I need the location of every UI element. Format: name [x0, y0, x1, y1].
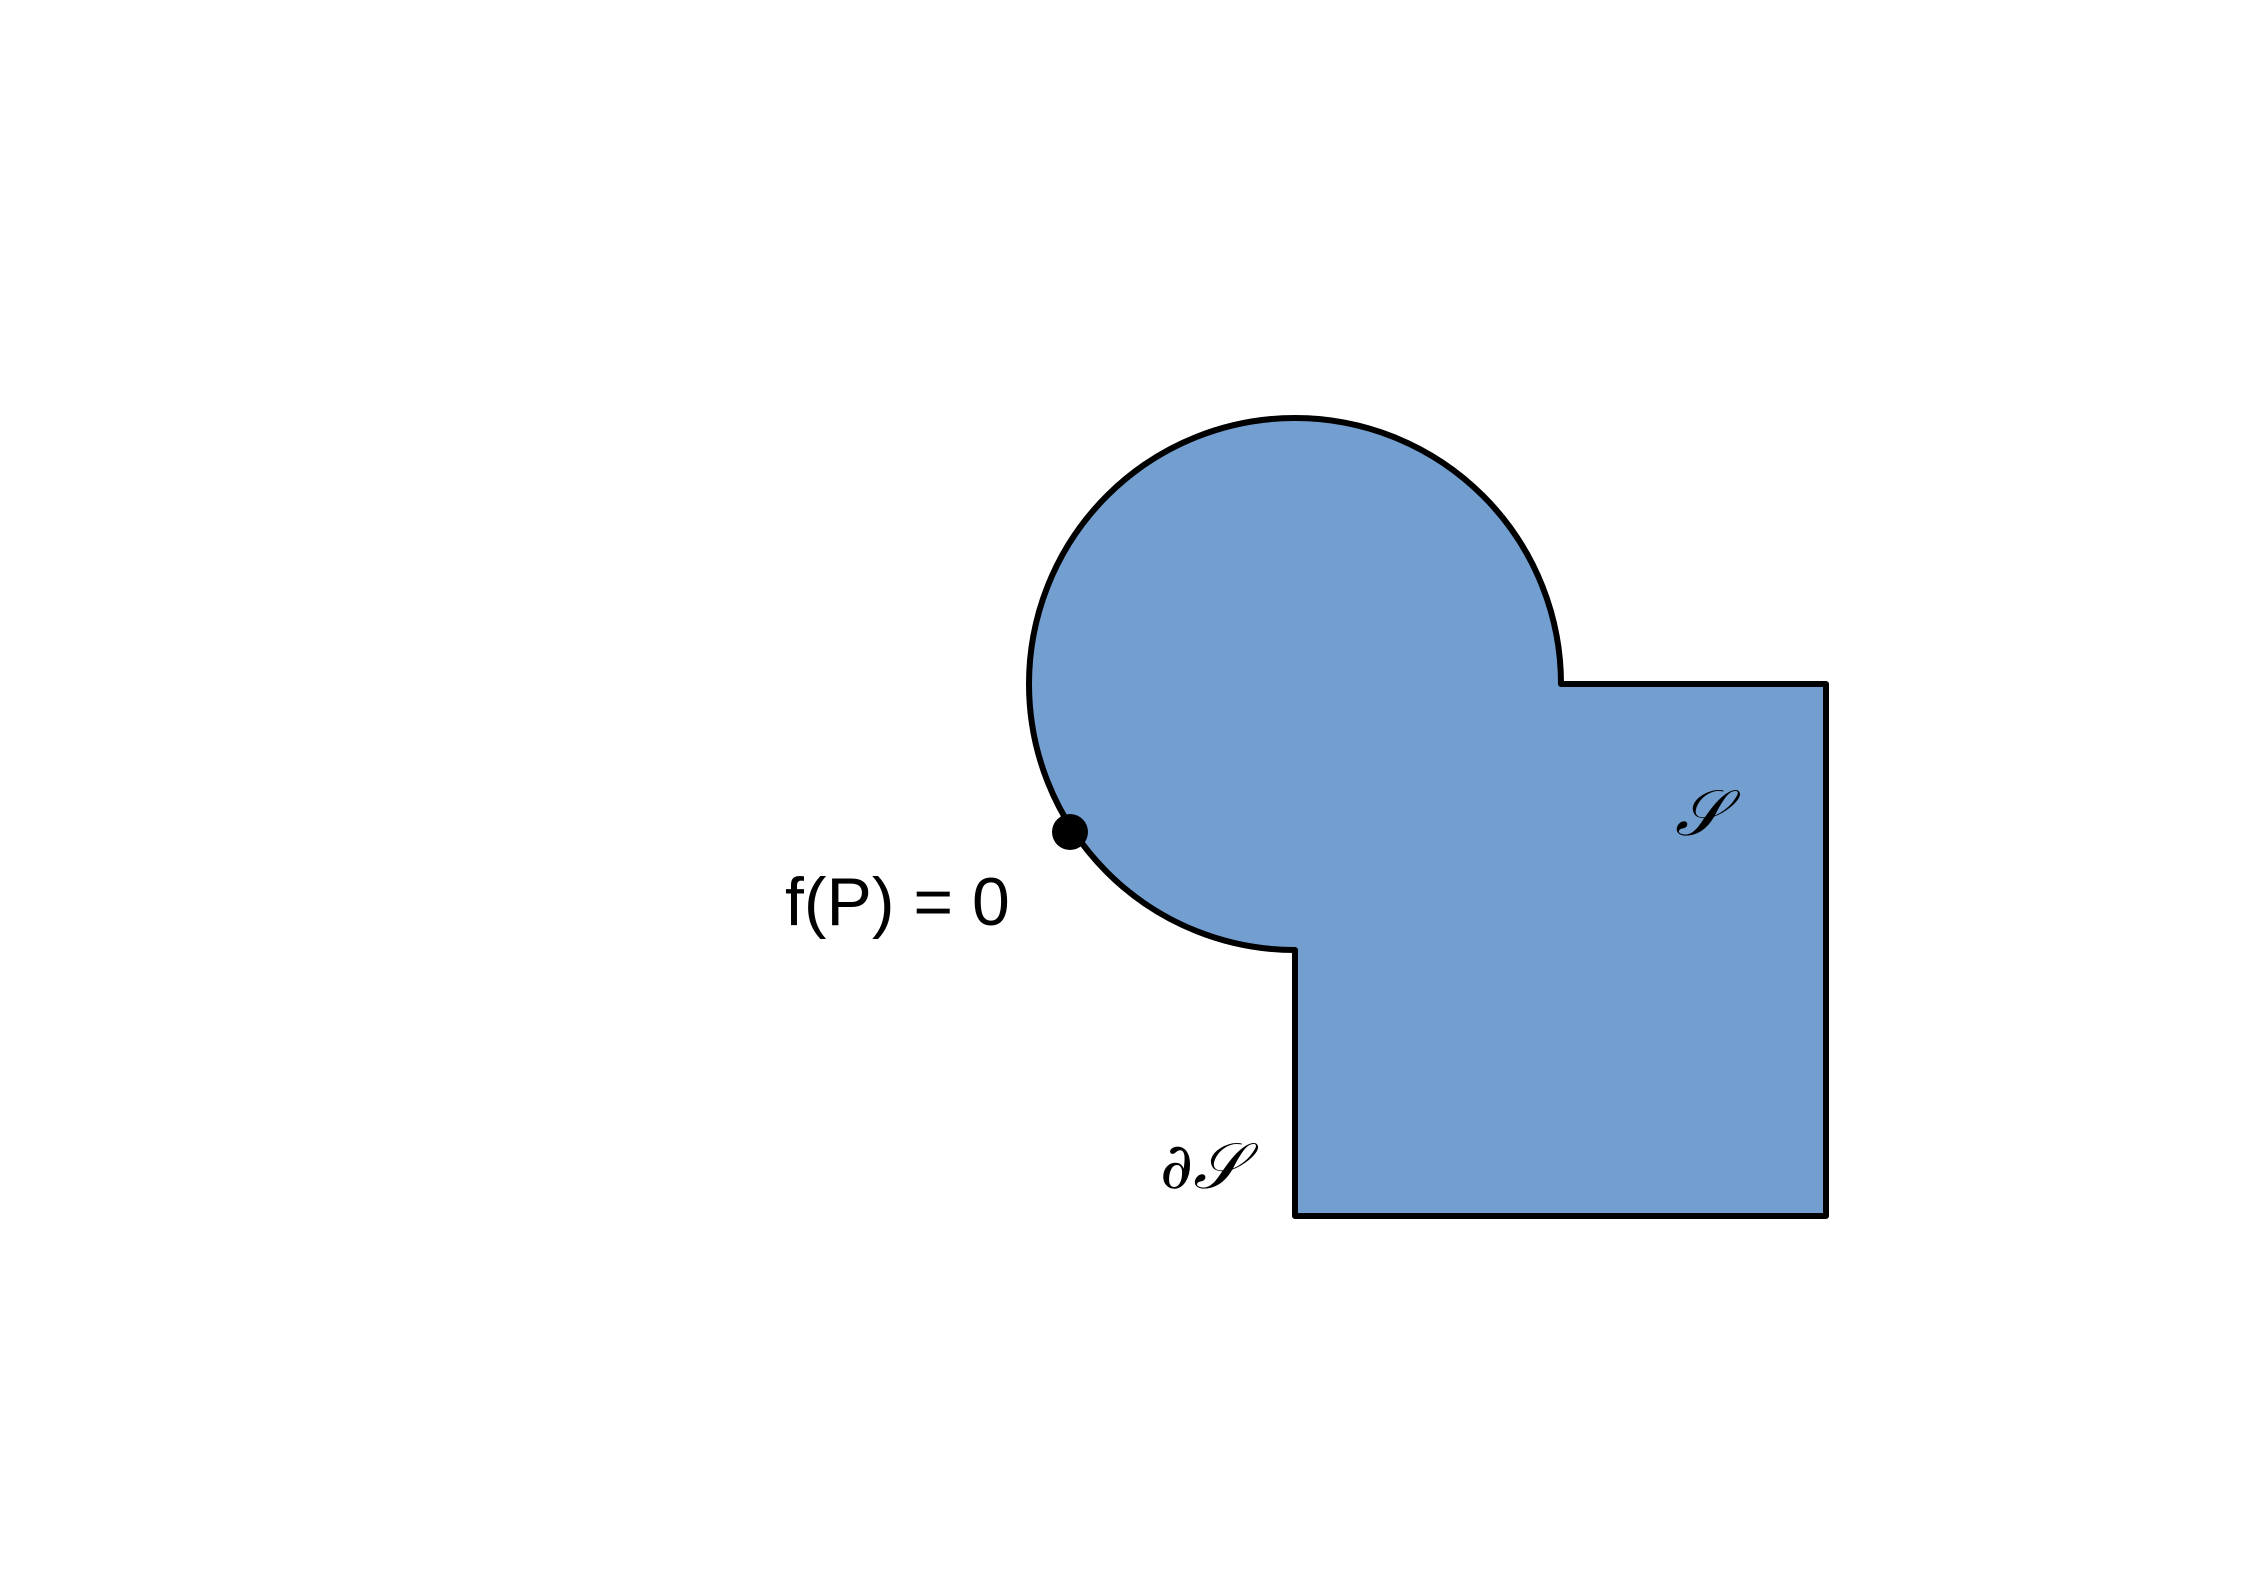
boundary-label: ∂𝒮	[1160, 1130, 1259, 1204]
boundary-point	[1052, 814, 1088, 850]
point-condition-label: f(P) = 0	[785, 864, 1010, 940]
region-shape	[1026, 415, 1829, 1219]
